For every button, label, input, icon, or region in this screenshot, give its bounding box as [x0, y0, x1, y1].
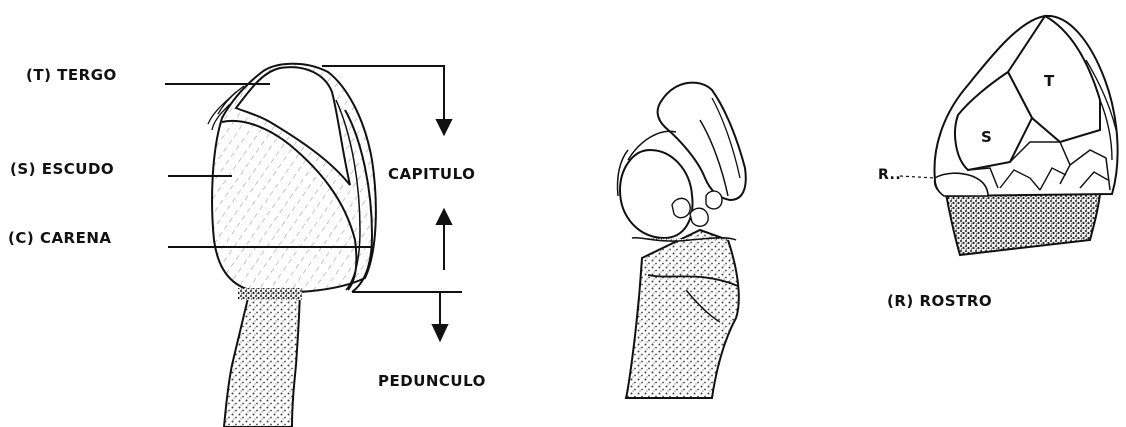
middle-specimen	[617, 83, 745, 398]
label-rostro: (R) ROSTRO	[887, 294, 992, 309]
right-peduncle	[946, 194, 1100, 255]
left-specimen	[208, 64, 376, 427]
label-escudo: (S) ESCUDO	[10, 162, 114, 177]
label-tergo: (T) TERGO	[26, 68, 117, 83]
left-peduncle	[224, 282, 300, 427]
rostrum-marker-label: R..	[878, 168, 901, 182]
middle-peduncle	[626, 230, 739, 398]
label-capitulo: CAPITULO	[388, 167, 475, 182]
plate-label-t: T	[1044, 74, 1055, 89]
label-carena: (C) CARENA	[8, 231, 112, 246]
label-pedunculo: PEDUNCULO	[378, 374, 486, 389]
middle-scutum	[620, 150, 692, 238]
plate-label-s: S	[981, 130, 992, 145]
right-specimen	[900, 16, 1118, 255]
